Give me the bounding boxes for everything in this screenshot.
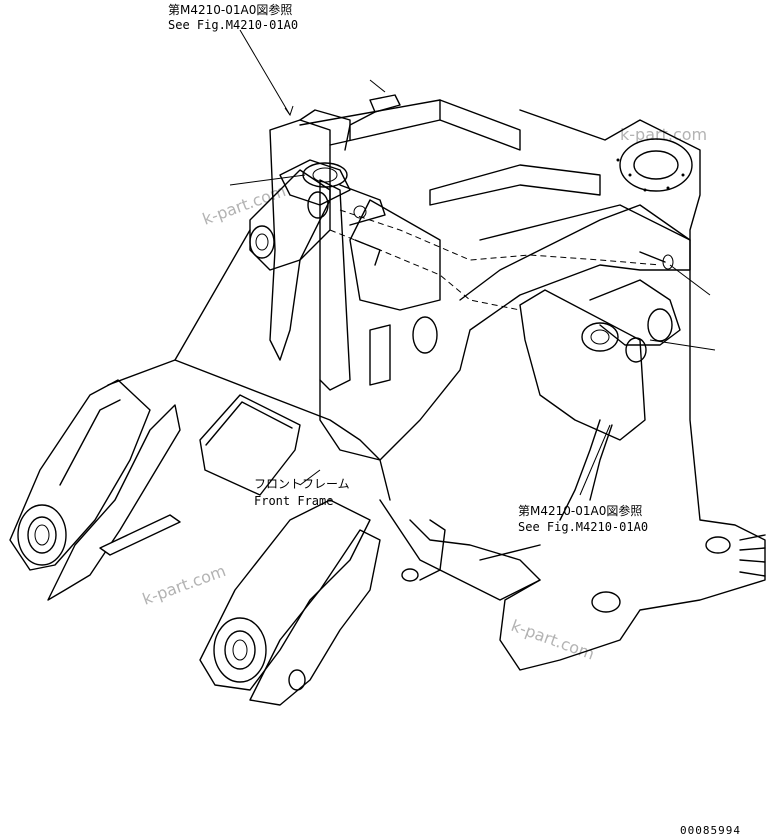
right-lift-arm-boss [199, 499, 371, 691]
callout-top-jp: 第M4210-01A0図参照 [168, 2, 292, 17]
leader-lines [229, 29, 716, 496]
frame-label-en: Front Frame [254, 494, 333, 508]
rear-mount-ring [619, 138, 693, 192]
front-frame-body [9, 94, 766, 706]
front-frame-label: フロントフレーム Front Frame [254, 477, 350, 508]
side-window-cutout [199, 394, 301, 496]
callout-top: 第M4210-01A0図参照 See Fig.M4210-01A0 [168, 2, 298, 32]
callout-right-en: See Fig.M4210-01A0 [518, 520, 648, 534]
callout-right-jp: 第M4210-01A0図参照 [518, 503, 642, 518]
callout-right: 第M4210-01A0図参照 See Fig.M4210-01A0 [518, 503, 648, 534]
right-pin-boss [213, 617, 267, 683]
right-steering-bracket [519, 289, 646, 441]
left-pin-boss [17, 504, 67, 566]
watermark-top-right: k-part.com [620, 125, 707, 144]
watermark-top-left: k-part.com [200, 181, 288, 229]
callout-top-en: See Fig.M4210-01A0 [168, 18, 298, 32]
drawing-number: 00085994 [680, 824, 741, 837]
watermark-bottom-left: k-part.com [140, 561, 228, 609]
frame-label-jp: フロントフレーム [254, 477, 350, 491]
left-lift-arm-boss [9, 379, 151, 571]
watermark-bottom-right: k-part.com [509, 616, 597, 664]
